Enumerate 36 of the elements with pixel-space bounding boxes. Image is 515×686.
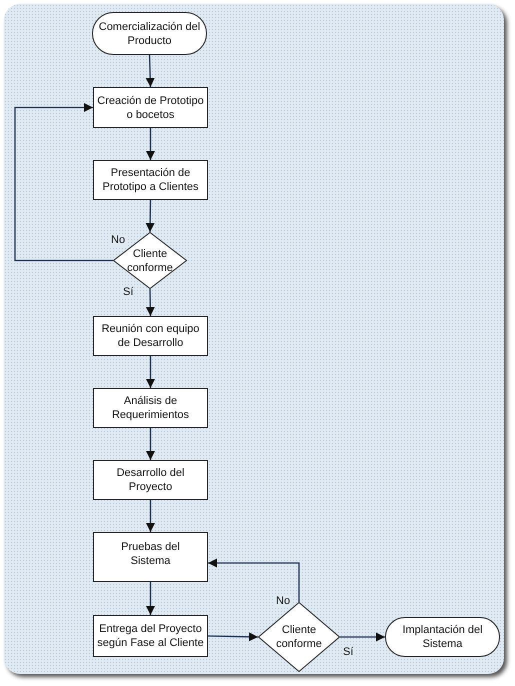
arrow <box>340 632 385 642</box>
arrow <box>146 128 155 160</box>
process-box <box>93 160 208 200</box>
decision-label: Cliente conforme <box>275 623 323 651</box>
step-label: Desarrollo del Proyecto <box>116 466 186 494</box>
step-label: Creación de Prototipo o bocetos <box>96 94 205 122</box>
process-box <box>93 87 208 128</box>
step-label: Análisis de Requerimientos <box>110 394 190 422</box>
arrow <box>146 288 155 316</box>
process-box <box>93 388 208 428</box>
arrow <box>146 582 155 615</box>
step-label: Presentación de Prototipo a Clientes <box>102 166 200 194</box>
process-box <box>93 532 208 582</box>
step-label: Entrega del Proyecto según Fase al Cliente <box>96 622 205 650</box>
step-label: Comercialización del Producto <box>98 20 202 48</box>
arrow <box>146 356 155 388</box>
decision-label: Cliente conforme <box>126 246 174 274</box>
arrow <box>208 632 258 642</box>
terminal-shape <box>385 617 500 657</box>
edge-label: Sí <box>342 646 354 659</box>
arrow <box>208 558 300 602</box>
process-box <box>93 316 208 356</box>
edge-label: No <box>275 595 292 608</box>
edge-label: Sí <box>122 286 134 299</box>
arrow <box>146 54 155 88</box>
step-label: Pruebas del Sistema <box>120 540 181 568</box>
step-label: Implantación del Sistema <box>401 623 484 651</box>
arrow <box>146 200 155 232</box>
process-box <box>93 460 208 500</box>
terminal-shape <box>92 12 207 55</box>
arrow <box>146 428 155 460</box>
step-label: Reunión con equipo de Desarrollo <box>100 322 200 350</box>
process-box <box>93 615 208 657</box>
edge-label: No <box>110 234 126 247</box>
arrow <box>146 500 155 532</box>
arrow <box>14 103 113 262</box>
